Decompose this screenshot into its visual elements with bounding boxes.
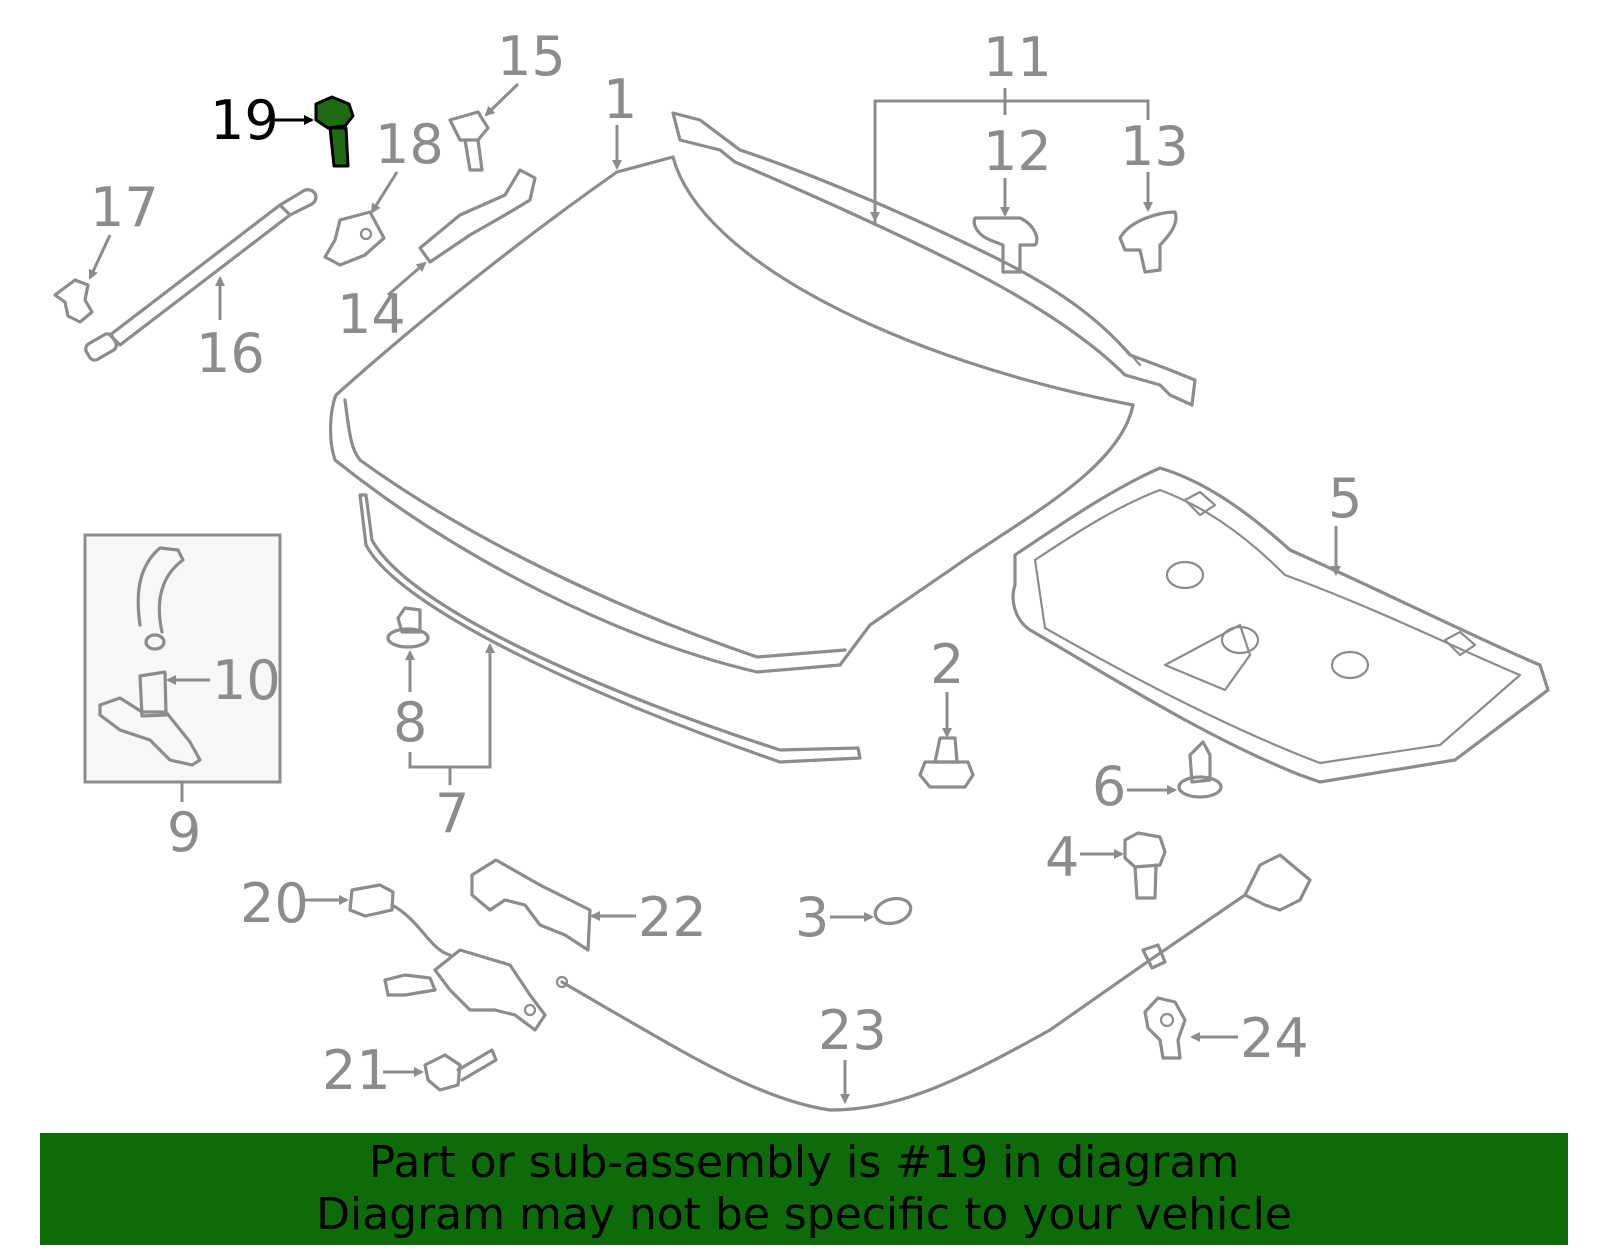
leader-7-bracket	[408, 752, 492, 785]
latch-cover-part-22	[470, 858, 592, 952]
leader-15	[484, 82, 520, 117]
leader-17	[88, 234, 112, 280]
callout-19: 19	[210, 89, 279, 152]
release-cable-part-23	[555, 853, 1312, 1112]
leader-18	[370, 171, 399, 214]
callout-21: 21	[322, 1039, 391, 1102]
leader-14	[387, 261, 427, 297]
callout-23: 23	[818, 999, 887, 1062]
washer-nozzle-part-10	[98, 670, 202, 767]
callout-2: 2	[930, 633, 964, 696]
banner-line-disclaimer: Diagram may not be specific to your vehi…	[316, 1189, 1292, 1240]
callout-22: 22	[638, 886, 707, 949]
insulator-pad-part-5	[1011, 466, 1550, 784]
plug-part-3	[873, 896, 913, 926]
reinforcement-part-14	[418, 168, 537, 264]
callout-15: 15	[497, 25, 566, 88]
callout-5: 5	[1328, 467, 1362, 530]
callout-3: 3	[795, 886, 829, 949]
callout-12: 12	[983, 120, 1052, 183]
hood-latch-part	[383, 948, 547, 1032]
clip-part-24	[1143, 996, 1187, 1060]
callout-8: 8	[393, 691, 427, 754]
support-strut-part-16	[84, 188, 318, 362]
callout-7: 7	[435, 782, 469, 845]
nozzle-group-box	[83, 533, 282, 784]
clip-part-8	[386, 606, 430, 649]
callout-13: 13	[1120, 115, 1189, 178]
bolt-part-4	[1123, 831, 1167, 900]
bolt-part-21	[423, 1048, 498, 1092]
clip-part-6	[1177, 740, 1223, 799]
stopper-part-2	[918, 736, 975, 789]
hood-panel-part	[328, 155, 1135, 674]
leader-11	[873, 88, 1150, 223]
hood-seal-part	[671, 111, 1197, 407]
seal-strip-part-7	[358, 493, 862, 764]
callout-9: 9	[167, 801, 201, 864]
bracket-part-18	[323, 210, 386, 267]
callout-16: 16	[196, 322, 265, 385]
callout-4: 4	[1045, 826, 1079, 889]
washer-hose-part	[136, 546, 185, 651]
callout-6: 6	[1092, 755, 1126, 818]
callout-1: 1	[603, 68, 637, 131]
callout-14: 14	[337, 283, 406, 346]
callout-10: 10	[212, 649, 281, 712]
callout-20: 20	[240, 872, 309, 935]
callout-11: 11	[983, 26, 1052, 89]
callout-18: 18	[375, 113, 444, 176]
bolt-part-15	[448, 110, 490, 172]
clip-part-12	[972, 216, 1039, 274]
harness-part-20	[348, 883, 452, 957]
callout-24: 24	[1240, 1007, 1309, 1070]
clip-part-17	[53, 278, 94, 324]
info-banner: Part or sub-assembly is #19 in diagram D…	[40, 1133, 1568, 1245]
clip-part-13	[1118, 210, 1178, 274]
highlighted-bolt-part-19	[314, 95, 355, 168]
callout-17: 17	[90, 176, 159, 239]
banner-line-part-number: Part or sub-assembly is #19 in diagram	[368, 1137, 1240, 1188]
